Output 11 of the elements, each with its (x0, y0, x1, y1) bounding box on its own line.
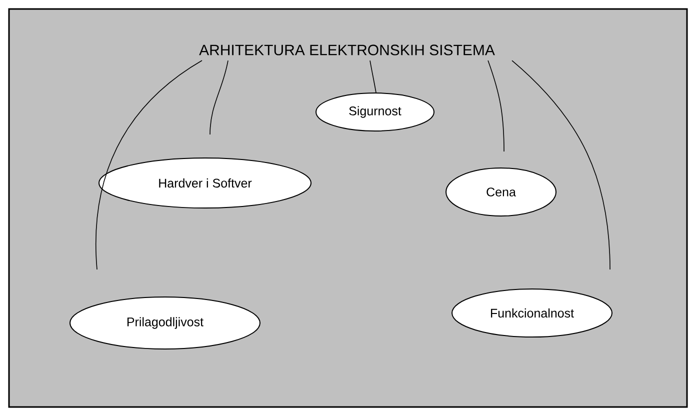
connector-line (95, 60, 202, 270)
connector-line (512, 60, 610, 270)
ellipse-node: Hardver i Softver (98, 158, 312, 208)
ellipse-node: Sigurnost (316, 92, 434, 132)
ellipse-node: Cena (446, 168, 556, 216)
connector-line (210, 60, 228, 135)
ellipse-node: Funkcionalnost (452, 288, 612, 338)
title-text: ARHITEKTURA ELEKTRONSKIH SISTEMA (199, 44, 495, 56)
ellipse-node: Prilagodljivost (70, 296, 260, 350)
connector-line (370, 60, 376, 93)
connector-line (488, 60, 504, 152)
